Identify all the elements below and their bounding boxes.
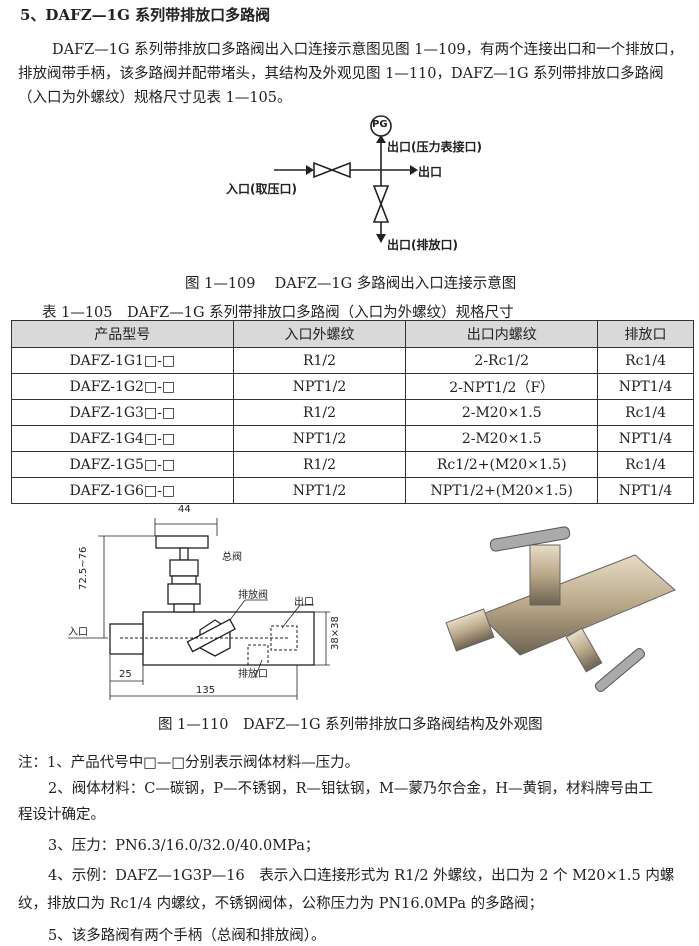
cell: NPT1/2 xyxy=(232,425,407,452)
cell: R1/2 xyxy=(232,451,407,478)
intro-line: DAFZ—1G 系列带排放口多路阀出入口连接示意图见图 1—109，有两个连接出… xyxy=(52,42,684,58)
cell: 2-NPT1/2（F） xyxy=(405,373,599,400)
dim-height: 72.5~76 xyxy=(78,546,89,590)
figure-caption: 图 1—110 DAFZ—1G 系列带排放口多路阀结构及外观图 xyxy=(158,717,543,733)
cell: 2-Rc1/2 xyxy=(405,347,599,374)
intro-line: 排放阀带手柄，该多路阀并配带堵头，其结构及外观见图 1—110，DAFZ—1G … xyxy=(18,66,664,82)
figure-caption: 图 1—109 DAFZ—1G 多路阀出入口连接示意图 xyxy=(185,276,517,292)
cell: NPT1/2 xyxy=(232,373,407,400)
main-valve-label: 总阀 xyxy=(222,552,242,563)
cell: DAFZ-1G2□-□ xyxy=(11,373,234,400)
dim-44: 44 xyxy=(178,504,191,515)
outlet-gauge-label: 出口(压力表接口) xyxy=(387,140,482,154)
cell: R1/2 xyxy=(232,347,407,374)
inlet-label: 入口(取压口) xyxy=(226,182,297,196)
cell: Rc1/4 xyxy=(597,399,694,426)
structure-drawing xyxy=(68,518,330,700)
note-line: 4、示例：DAFZ—1G3P—16 表示入口连接形式为 R1/2 外螺纹，出口为… xyxy=(48,868,675,884)
connection-schematic xyxy=(274,115,418,243)
note-line: 5、该多路阀有两个手柄（总阀和排放阀）。 xyxy=(48,928,326,944)
cell: NPT1/2 xyxy=(232,477,407,504)
drain-valve-label: 排放阀 xyxy=(238,590,268,601)
inlet-label: 入口 xyxy=(68,627,88,638)
cell: 2-M20×1.5 xyxy=(405,425,599,452)
dim-38: 38×38 xyxy=(330,616,341,650)
outlet-label: 出口 xyxy=(294,597,314,608)
note-line: 3、压力：PN6.3/16.0/32.0/40.0MPa； xyxy=(48,838,320,854)
note-line: 程设计确定。 xyxy=(18,807,105,823)
cell: Rc1/2+(M20×1.5) xyxy=(405,451,599,478)
intro-line: （入口为外螺纹）规格尺寸见表 1—105。 xyxy=(18,90,292,106)
cell: R1/2 xyxy=(232,399,407,426)
dim-135: 135 xyxy=(196,685,216,696)
section-title: 5、DAFZ—1G 系列带排放口多路阀 xyxy=(20,6,271,24)
drain-outlet-label: 出口(排放口) xyxy=(387,238,458,252)
cell: NPT1/4 xyxy=(597,477,694,504)
header-cell: 入口外螺纹 xyxy=(232,320,407,348)
cell: NPT1/4 xyxy=(597,373,694,400)
cell: 2-M20×1.5 xyxy=(405,399,599,426)
outlet-label: 出口 xyxy=(418,165,443,179)
note-line: 注：1、产品代号中□—□分别表示阀体材料—压力。 xyxy=(18,755,360,771)
drain-port-label: 排放口 xyxy=(238,669,268,680)
cell: DAFZ-1G4□-□ xyxy=(11,425,234,452)
cell: DAFZ-1G3□-□ xyxy=(11,399,234,426)
note-line: 2、阀体材料：C—碳钢，P—不锈钢，R—钼钛钢，M—蒙乃尔合金，H—黄铜，材料牌… xyxy=(48,781,653,797)
dim-25: 25 xyxy=(119,669,132,680)
cell: DAFZ-1G5□-□ xyxy=(11,451,234,478)
cell: DAFZ-1G1□-□ xyxy=(11,347,234,374)
note-line: 纹，排放口为 Rc1/4 内螺纹，不锈钢阀体，公称压力为 PN16.0MPa 的… xyxy=(18,896,544,912)
table-caption: 表 1—105 DAFZ—1G 系列带排放口多路阀（入口为外螺纹）规格尺寸 xyxy=(42,305,514,321)
valve-photo xyxy=(445,526,676,692)
cell: NPT1/4 xyxy=(597,425,694,452)
cell: Rc1/4 xyxy=(597,451,694,478)
cell: Rc1/4 xyxy=(597,347,694,374)
pg-label: PG xyxy=(372,119,388,130)
header-cell: 排放口 xyxy=(597,320,694,348)
header-cell: 产品型号 xyxy=(11,320,234,348)
table-header-row: 产品型号入口外螺纹出口内螺纹排放口 xyxy=(11,320,694,348)
header-cell: 出口内螺纹 xyxy=(405,320,599,348)
